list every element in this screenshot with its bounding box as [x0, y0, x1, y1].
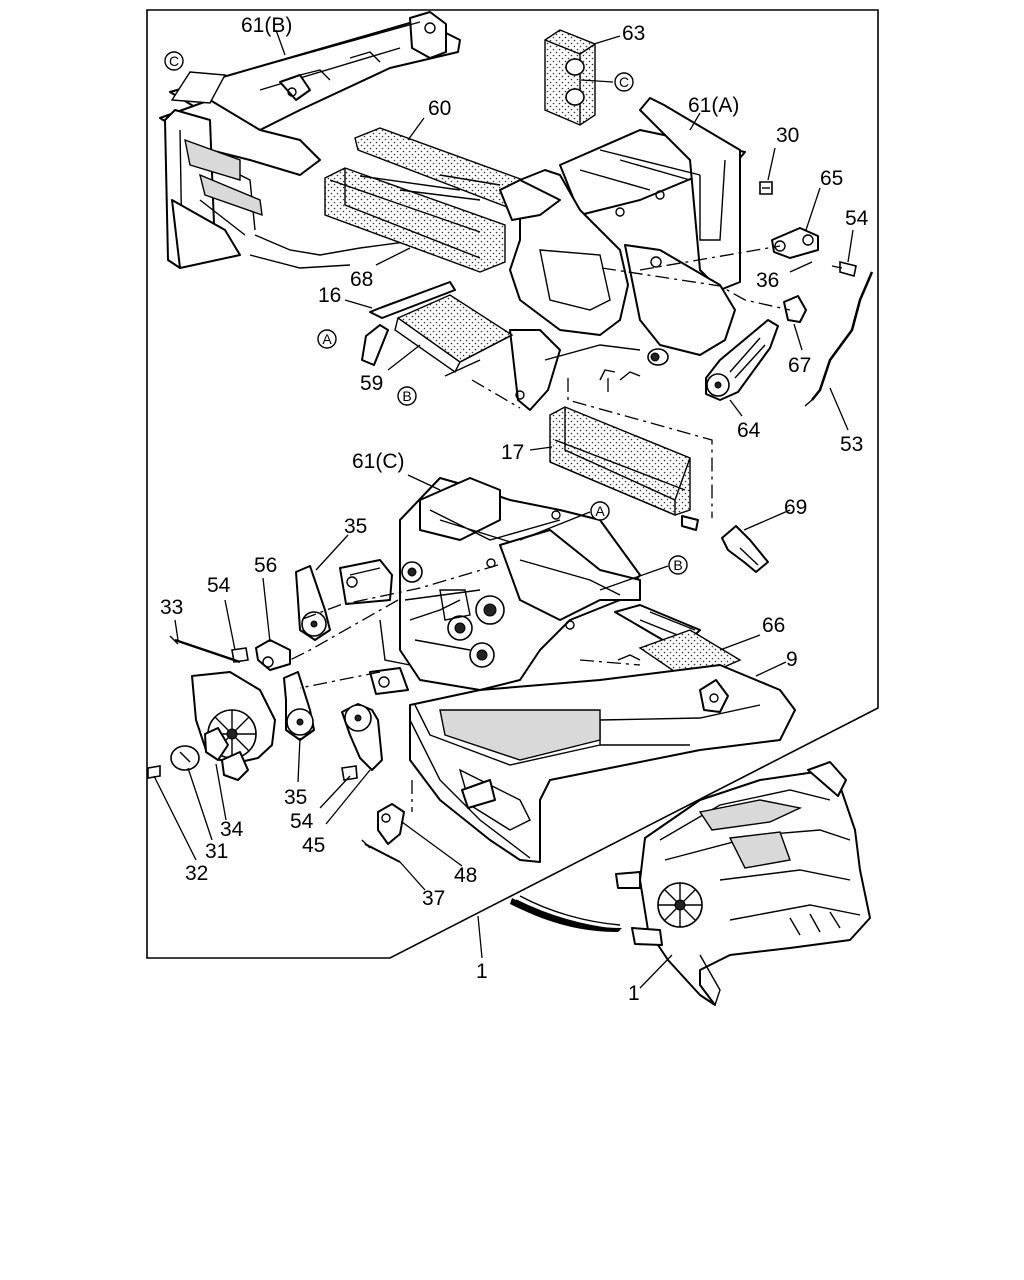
label-32: 32: [185, 862, 208, 885]
label-34: 34: [220, 818, 244, 841]
part-45-lever: [341, 703, 383, 771]
part-61a-duct: [499, 97, 746, 411]
part-64-door-link: [705, 319, 779, 401]
label-1-frame: 1: [476, 960, 488, 983]
part-54-screw-lower: [341, 765, 358, 781]
label-1-inset: 1: [628, 982, 640, 1005]
ref-circle-a-left: A: [317, 329, 337, 349]
label-63: 63: [622, 22, 645, 45]
ref-circle-a-mid: A: [590, 501, 610, 521]
part-35-lever-lower: [283, 671, 315, 741]
part-34-drive-gear: [191, 671, 276, 781]
diagram-frame: [146, 9, 879, 959]
label-59: 59: [360, 372, 383, 395]
label-45: 45: [302, 834, 325, 857]
label-61b: 61(B): [241, 14, 292, 37]
part-63-foam-block: [544, 29, 596, 126]
label-35-lower: 35: [284, 786, 307, 809]
label-48: 48: [454, 864, 477, 887]
ref-circle-b-mid: B: [668, 555, 688, 575]
part-16-shaft: [369, 281, 456, 319]
assembly-lines: [289, 245, 791, 812]
part-17-door-assembly: [549, 406, 699, 531]
ref-circle-c-top: C: [614, 72, 634, 92]
label-9: 9: [786, 648, 798, 671]
label-65: 65: [820, 167, 843, 190]
part-54-screw-left: [231, 647, 249, 663]
part-69-clip: [721, 525, 769, 573]
label-60: 60: [428, 97, 451, 120]
label-61c: 61(C): [352, 450, 405, 473]
label-56: 56: [254, 554, 277, 577]
svg-text:B: B: [402, 388, 411, 404]
label-35-upper: 35: [344, 515, 367, 538]
part-67-clip: [783, 295, 807, 323]
part-56-bracket: [255, 639, 291, 671]
ref-circle-b-left: B: [397, 386, 417, 406]
part-61c-main-case: [339, 477, 641, 695]
label-31: 31: [205, 840, 228, 863]
label-30: 30: [776, 124, 799, 147]
label-64: 64: [737, 419, 761, 442]
part-37-screw: [361, 839, 401, 863]
part-65-lever: [771, 227, 819, 259]
part-61b-duct: [159, 11, 461, 269]
part-33-rod: [169, 635, 241, 664]
part-9-lower-case: [409, 664, 796, 863]
label-61a: 61(A): [688, 94, 739, 117]
part-68-evaporator-core: [324, 167, 506, 273]
label-36: 36: [756, 269, 779, 292]
svg-text:B: B: [673, 557, 682, 573]
ref-circle-c-left: C: [164, 51, 184, 71]
label-54-left: 54: [207, 574, 231, 597]
label-66: 66: [762, 614, 785, 637]
label-54-lower: 54: [290, 810, 314, 833]
label-68: 68: [350, 268, 373, 291]
label-69: 69: [784, 496, 807, 519]
svg-text:C: C: [619, 74, 629, 90]
label-37: 37: [422, 887, 445, 910]
part-32-screw: [147, 765, 161, 779]
svg-text:C: C: [169, 53, 179, 69]
label-67: 67: [788, 354, 811, 377]
part-30-screw: [759, 181, 773, 195]
label-16: 16: [318, 284, 341, 307]
part-53-control-rod: [804, 271, 874, 407]
part-54-screw-upper: [831, 260, 857, 278]
svg-text:A: A: [322, 331, 332, 347]
label-17: 17: [501, 441, 524, 464]
part-48-bracket: [377, 803, 405, 845]
assembled-unit-inset: [615, 761, 871, 1006]
label-53: 53: [840, 433, 863, 456]
part-35-lever-upper: [295, 565, 331, 641]
part-31-gear-cover: [170, 745, 200, 771]
callout-leaders: [153, 29, 854, 989]
part-59-door-plate: [361, 294, 514, 377]
label-33: 33: [160, 596, 183, 619]
svg-text:A: A: [595, 503, 605, 519]
label-54-upper: 54: [845, 207, 869, 230]
